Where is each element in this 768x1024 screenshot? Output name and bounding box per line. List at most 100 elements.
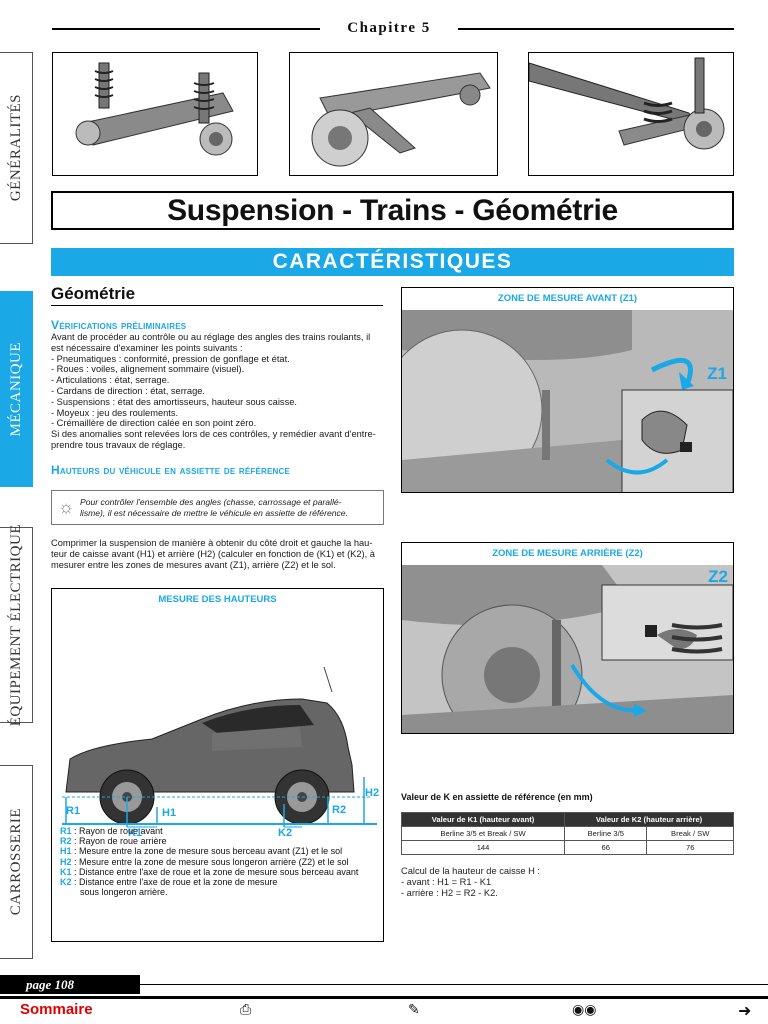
- text-line: mesurer entre les zones de mesures avant…: [51, 559, 336, 570]
- tab-label: MÉCANIQUE: [7, 341, 24, 437]
- label-k2: K2: [278, 827, 293, 839]
- table-cell: 76: [646, 840, 734, 855]
- text-line: Avant de procéder au contrôle ou au régl…: [51, 332, 371, 342]
- section-banner: CARACTÉRISTIQUES: [51, 248, 734, 276]
- photo-rear-subframe: [289, 52, 498, 176]
- banner-label: CARACTÉRISTIQUES: [272, 250, 513, 273]
- legend-key: R2: [60, 836, 72, 847]
- table-cell: Break / SW: [646, 826, 734, 841]
- page-title: Suspension - Trains - Géométrie: [167, 193, 618, 227]
- photo-rear-axle: [528, 52, 734, 176]
- text-line: - Cardans de direction : état, serrage.: [51, 385, 205, 396]
- lightbulb-icon: ☼: [57, 497, 75, 517]
- text-line: - avant : H1 = R1 - K1: [401, 877, 492, 887]
- table-header: Valeur de K1 (hauteur avant): [400, 812, 566, 827]
- tab-label: ÉQUIPEMENT ÉLECTRIQUE: [7, 523, 24, 727]
- table-cell: 144: [400, 840, 566, 855]
- legend-key: K2: [60, 877, 72, 888]
- section-title: Géométrie: [51, 284, 383, 306]
- note-text: Pour contrôler l'ensemble des angles (ch…: [80, 497, 352, 518]
- photo-zone-avant: [402, 310, 733, 492]
- text-line: - Articulations : état, serrage.: [51, 375, 170, 386]
- legend-item: sous longeron arrière.: [60, 887, 358, 897]
- tab-carrosserie[interactable]: CARROSSERIE: [0, 765, 33, 959]
- text-line: prendre tous travaux de réglage.: [51, 439, 186, 450]
- verif-text: Avant de procéder au contrôle ou au régl…: [51, 332, 386, 451]
- legend-key: H2: [60, 856, 72, 867]
- hauteurs-heading: Hauteurs du véhicule en assiette de réfé…: [51, 463, 291, 477]
- legend-text: : Rayon de roue avant: [71, 826, 163, 836]
- calc-text: Calcul de la hauteur de caisse H : - ava…: [401, 866, 540, 899]
- photo-zone-arriere: [402, 565, 733, 733]
- print-icon[interactable]: ⎙: [240, 1001, 252, 1017]
- table-cell: 66: [564, 840, 648, 855]
- note-line: Pour contrôler l'ensemble des angles (ch…: [80, 497, 342, 507]
- text-line: Si des anomalies sont relevées lors de c…: [51, 429, 376, 440]
- text-line: - arrière : H2 = R2 - K2.: [401, 888, 498, 898]
- binoculars-icon[interactable]: ◉◉: [572, 1001, 597, 1017]
- footer-rule-thick: [0, 996, 768, 999]
- legend-key: R1: [60, 826, 72, 836]
- text-line: est nécessaire d'examiner les points sui…: [51, 342, 243, 353]
- legend-item: R2 : Rayon de roue arrière: [60, 836, 358, 846]
- text-line: teur de caisse avant (H1) et arrière (H2…: [51, 548, 375, 559]
- legend-item: K1 : Distance entre l'axe de roue et la …: [60, 867, 358, 877]
- page-icon[interactable]: ✎: [408, 1001, 420, 1017]
- table-header: Valeur de K2 (hauteur arrière): [564, 812, 734, 827]
- legend-text: : Rayon de roue arrière: [71, 836, 167, 847]
- tab-mecanique[interactable]: MÉCANIQUE: [0, 291, 33, 487]
- label-r2: R2: [332, 804, 347, 816]
- tag-z2: Z2: [708, 567, 728, 586]
- figure-caption: MESURE DES HAUTEURS: [158, 594, 277, 605]
- legend-text: : Mesure entre la zone de mesure sous lo…: [71, 856, 349, 867]
- label-h2: H2: [365, 787, 380, 799]
- hauteurs-text: Comprimer la suspension de manière à obt…: [51, 538, 386, 570]
- legend-text: : Distance entre l'axe de roue et la zon…: [71, 877, 278, 888]
- photo-front-suspension: [52, 52, 258, 176]
- sommaire-link[interactable]: Sommaire: [20, 1001, 93, 1018]
- table-row: Berline 3/5 et Break / SW Berline 3/5 Br…: [400, 826, 734, 841]
- table-cell: Berline 3/5: [564, 826, 648, 841]
- page-title-box: Suspension - Trains - Géométrie: [51, 191, 734, 230]
- car-side-diagram: [62, 666, 377, 828]
- legend-text: sous longeron arrière.: [80, 887, 168, 898]
- tab-equipement-electrique[interactable]: ÉQUIPEMENT ÉLECTRIQUE: [0, 523, 33, 727]
- legend-key: H1: [60, 846, 72, 857]
- text-line: - Crémaillère de direction calée en son …: [51, 418, 257, 429]
- note-line: lisme), il est nécessaire de mettre le v…: [80, 507, 348, 518]
- text-line: - Roues : voiles, alignement sommaire (v…: [51, 364, 245, 375]
- legend-item: H1 : Mesure entre la zone de mesure sous…: [60, 846, 358, 856]
- legend-text: : Mesure entre la zone de mesure sous be…: [71, 846, 343, 857]
- tab-label: CARROSSERIE: [7, 808, 24, 916]
- header-rule-right: [458, 28, 734, 30]
- k-table: Valeur de K1 (hauteur avant) Valeur de K…: [400, 812, 734, 855]
- footer-rule: [140, 984, 768, 985]
- table-row: Valeur de K1 (hauteur avant) Valeur de K…: [400, 812, 734, 827]
- legend: R1 : Rayon de roue avant R2 : Rayon de r…: [60, 826, 358, 897]
- k-table-title: Valeur de K en assiette de référence (en…: [401, 792, 593, 802]
- table-row: 144 66 76: [400, 840, 734, 855]
- figure-zone-avant: ZONE DE MESURE AVANT (Z1) Z1: [401, 287, 734, 493]
- chapter-title: Chapitre 5: [347, 20, 431, 36]
- note-box: ☼ Pour contrôler l'ensemble des angles (…: [51, 490, 384, 525]
- next-arrow-icon[interactable]: ➜: [738, 1003, 752, 1020]
- table-cell: Berline 3/5 et Break / SW: [400, 826, 566, 841]
- verif-heading: Vérifications préliminaires: [51, 318, 187, 332]
- label-r1: R1: [66, 805, 81, 817]
- legend-key: K1: [60, 866, 72, 877]
- text-line: - Suspensions : état des amortisseurs, h…: [51, 396, 297, 407]
- header-rule-left: [52, 28, 320, 30]
- legend-item: H2 : Mesure entre la zone de mesure sous…: [60, 857, 358, 867]
- text-line: - Moyeux : jeu des roulements.: [51, 407, 179, 418]
- text-line: - Pneumatiques : conformité, pression de…: [51, 353, 290, 364]
- legend-text: : Distance entre l'axe de roue et la zon…: [71, 866, 359, 877]
- figure-mesure-hauteurs: MESURE DES HAUTEURS R1 H1 K1 K2 R2 H2: [51, 588, 384, 942]
- figure-caption: ZONE DE MESURE ARRIÈRE (Z2): [492, 548, 643, 559]
- label-h1: H1: [162, 807, 177, 819]
- text-line: Calcul de la hauteur de caisse H :: [401, 866, 541, 876]
- legend-item: K2 : Distance entre l'axe de roue et la …: [60, 877, 358, 887]
- legend-item: R1 : Rayon de roue avant: [60, 826, 358, 836]
- tab-generalites[interactable]: GÉNÉRALITÉS: [0, 52, 33, 244]
- text-line: Comprimer la suspension de manière à obt…: [51, 538, 373, 548]
- figure-zone-arriere: ZONE DE MESURE ARRIÈRE (Z2) Z2: [401, 542, 734, 734]
